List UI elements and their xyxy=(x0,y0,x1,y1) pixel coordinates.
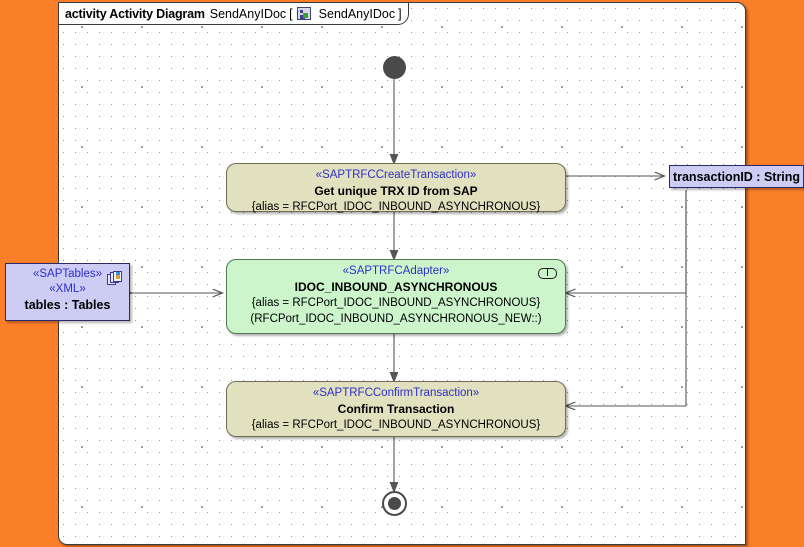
action-name: IDOC_INBOUND_ASYNCHRONOUS xyxy=(294,280,498,294)
frame-bracket-name: SendAnyIDoc xyxy=(318,6,396,21)
frame-bracket-close: ] xyxy=(398,6,402,21)
frame-name: SendAnyIDoc xyxy=(209,6,287,21)
action-idoc-inbound-asynchronous[interactable]: «SAPTRFCAdapter» IDOC_INBOUND_ASYNCHRONO… xyxy=(226,259,566,334)
object-pin-label: transactionID : String xyxy=(672,169,801,184)
activity-diagram-icon xyxy=(296,7,311,20)
stacked-documents-icon xyxy=(107,271,122,286)
frame-title-tab: activity Activity Diagram SendAnyIDoc [ … xyxy=(59,3,409,25)
action-stereotype: «SAPTRFCAdapter» xyxy=(342,265,450,277)
activity-final-node[interactable] xyxy=(382,491,407,516)
action-tag-alias: {alias = RFCPort_IDOC_INBOUND_ASYNCHRONO… xyxy=(251,419,541,431)
action-stereotype: «SAPTRFCConfirmTransaction» xyxy=(312,387,480,399)
object-node-tables[interactable]: «SAPTables» «XML» tables : Tables xyxy=(5,263,130,321)
action-name: Get unique TRX ID from SAP xyxy=(314,184,478,198)
port-pin-icon xyxy=(538,268,557,279)
action-tag-rfcport: (RFCPort_IDOC_INBOUND_ASYNCHRONOUS_NEW::… xyxy=(250,313,542,325)
action-name: Confirm Transaction xyxy=(337,402,455,416)
action-tag-alias: {alias = RFCPort_IDOC_INBOUND_ASYNCHRONO… xyxy=(251,297,541,309)
object-name: tables : Tables xyxy=(24,298,111,312)
action-get-unique-trx-id[interactable]: «SAPTRFCCreateTransaction» Get unique TR… xyxy=(226,163,566,213)
action-tag-alias: {alias = RFCPort_IDOC_INBOUND_ASYNCHRONO… xyxy=(251,201,541,213)
action-confirm-transaction[interactable]: «SAPTRFCConfirmTransaction» Confirm Tran… xyxy=(226,381,566,437)
object-node-transaction-id[interactable]: transactionID : String xyxy=(669,165,804,188)
initial-node[interactable] xyxy=(383,56,406,79)
frame-keyword: activity Activity Diagram xyxy=(65,6,205,21)
action-stereotype: «SAPTRFCCreateTransaction» xyxy=(315,169,477,181)
frame-bracket-open: [ xyxy=(289,6,293,21)
